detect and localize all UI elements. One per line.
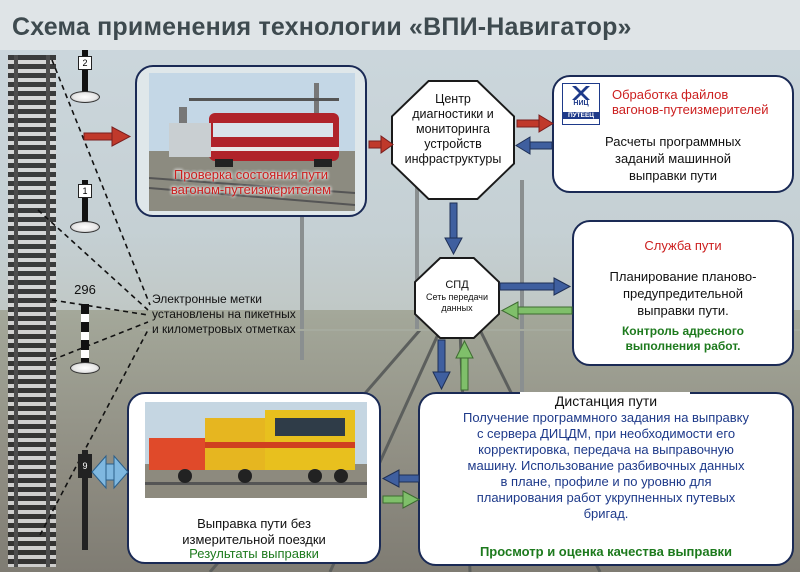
machine-text: Выправка пути без измерительной поездки: [129, 516, 379, 548]
center-line: мониторинга: [415, 122, 491, 136]
center-octagon: [393, 82, 513, 198]
distance-line: корректировка, передача на выправочную: [478, 442, 734, 457]
machine-line: Выправка пути без: [197, 516, 311, 531]
marker-base: [70, 362, 100, 374]
marks-caption-line: и километровых отметках: [152, 322, 296, 336]
track-service-line: выправки пути.: [637, 303, 729, 318]
center-line: устройств: [424, 137, 482, 151]
distance-line: в плане, профиле и по уровню для: [500, 474, 712, 489]
distance-line: Получение программного задания на выправ…: [462, 410, 750, 425]
distance-title-tab: [520, 392, 690, 410]
marker-label: 9: [82, 461, 88, 471]
processing-black-line: заданий машинной: [614, 151, 732, 166]
inspection-caption-line: Проверка состояния пути: [173, 167, 329, 182]
track-rail-right: [46, 55, 50, 567]
title-bar: [0, 0, 800, 50]
distance-green: Просмотр и оценка качества выправки: [479, 544, 733, 559]
processing-red-line: Обработка файлов: [612, 87, 729, 102]
arrow-machine-to-distance: [382, 490, 421, 509]
marker-plate: 9: [78, 454, 92, 478]
track-service-title: Служба пути: [644, 238, 722, 253]
distance-line: планирования работ укрупненных путевых: [476, 490, 736, 505]
logo-bottom-text: ПУТЕЕЦ: [563, 112, 599, 119]
distance-line: машину. Использование разбивочных данных: [467, 458, 745, 473]
arrow-marker-machine: [91, 454, 129, 490]
processing-box: НИЦ ПУТЕЕЦ Обработка файлов вагонов-путе…: [552, 75, 794, 193]
tamping-machine-photo: [145, 402, 367, 498]
processing-red-line: вагонов-путеизмерителей: [612, 102, 769, 117]
niic-logo: НИЦ ПУТЕЕЦ: [562, 83, 600, 125]
track-service-green-line: выполнения работ.: [625, 339, 741, 353]
km-marker-9: 9: [70, 450, 100, 560]
marks-caption: Электронные метки установлены на пикетны…: [152, 292, 342, 337]
spd-title: СПД: [445, 279, 469, 291]
marker-base: [70, 221, 100, 233]
marks-caption-line: установлены на пикетных: [152, 307, 296, 321]
distance-text: Получение программного задания на выправ…: [420, 410, 792, 522]
center-line: Центр: [435, 92, 471, 106]
marker-post: [81, 304, 89, 366]
track-rail-left: [14, 55, 18, 567]
km-marker-296: 296: [60, 282, 110, 377]
machine-box: Выправка пути без измерительной поездки …: [127, 392, 381, 564]
marker-label: 2: [82, 58, 88, 68]
center-line: диагностики и: [412, 107, 494, 121]
spd-label: СПД Сеть передачи данных: [414, 278, 500, 314]
background-pole: [300, 210, 304, 360]
arrow-center-to-spd: [444, 202, 463, 256]
marker-base: [70, 91, 100, 103]
distance-box: Дистанция пути Получение программного за…: [418, 392, 794, 566]
logo-top-text: НИЦ: [573, 100, 589, 107]
track-service-text: Планирование планово- предупредительной …: [574, 268, 792, 319]
processing-red: Обработка файлов вагонов-путеизмерителей: [612, 87, 792, 117]
inspection-caption-line: вагоном-путеизмерителем: [170, 182, 332, 197]
distance-line: с сервера ДИЦДМ, при необходимости его: [476, 426, 736, 441]
processing-black: Расчеты программных заданий машинной вып…: [554, 133, 792, 184]
km-marker-2: 2: [70, 50, 100, 105]
machine-line: измерительной поездки: [182, 532, 326, 547]
arrow-center-to-processing: [516, 114, 554, 133]
center-label: Центр диагностики и мониторинга устройст…: [391, 92, 515, 167]
arrow-to-inspection: [83, 126, 132, 147]
processing-black-line: выправки пути: [629, 168, 717, 183]
page-title: Схема применения технологии «ВПИ-Навигат…: [12, 13, 632, 41]
marker-296-label: 296: [74, 282, 96, 297]
marker-label: 1: [82, 186, 88, 196]
arrow-distance-to-spd: [455, 339, 474, 391]
arrow-spd-to-service: [499, 277, 572, 296]
track-service-box: Служба пути Планирование планово- предуп…: [572, 220, 794, 366]
center-line: инфраструктуры: [404, 152, 502, 166]
arrow-inspection-to-center: [368, 135, 394, 154]
arrow-distance-to-machine: [381, 469, 420, 488]
spd-octagon: [416, 259, 498, 337]
spd-subtitle-line: Сеть передачи: [426, 292, 488, 302]
arrow-service-to-spd: [500, 301, 573, 320]
track-service-line: предупредительной: [623, 286, 743, 301]
track-service-line: Планирование планово-: [609, 269, 757, 284]
spd-subtitle-line: данных: [441, 303, 473, 313]
logo-roof-icon: [566, 86, 596, 100]
marker-plate: 1: [78, 184, 92, 198]
track-service-green-line: Контроль адресного: [621, 324, 745, 338]
measuring-car-photo: [149, 73, 355, 211]
inspection-box: Проверка состояния пути вагоном-путеизме…: [135, 65, 367, 217]
arrow-spd-to-distance: [432, 339, 451, 391]
machine-green: Результаты выправки: [189, 546, 319, 561]
marks-caption-line: Электронные метки: [152, 292, 262, 306]
marker-post: [82, 180, 88, 225]
distance-title: Дистанция пути: [554, 393, 658, 409]
railway-track: [8, 55, 56, 567]
processing-black-line: Расчеты программных: [605, 134, 741, 149]
background-pole: [415, 180, 419, 330]
marker-plate: 2: [78, 56, 92, 70]
distance-line: бригад.: [583, 506, 629, 521]
inspection-caption: Проверка состояния пути вагоном-путеизме…: [137, 167, 365, 197]
marker-post: [82, 450, 88, 550]
marker-post: [82, 50, 88, 95]
arrow-processing-to-center: [515, 136, 553, 155]
km-marker-1: 1: [70, 180, 100, 235]
track-service-green: Контроль адресного выполнения работ.: [574, 324, 792, 354]
